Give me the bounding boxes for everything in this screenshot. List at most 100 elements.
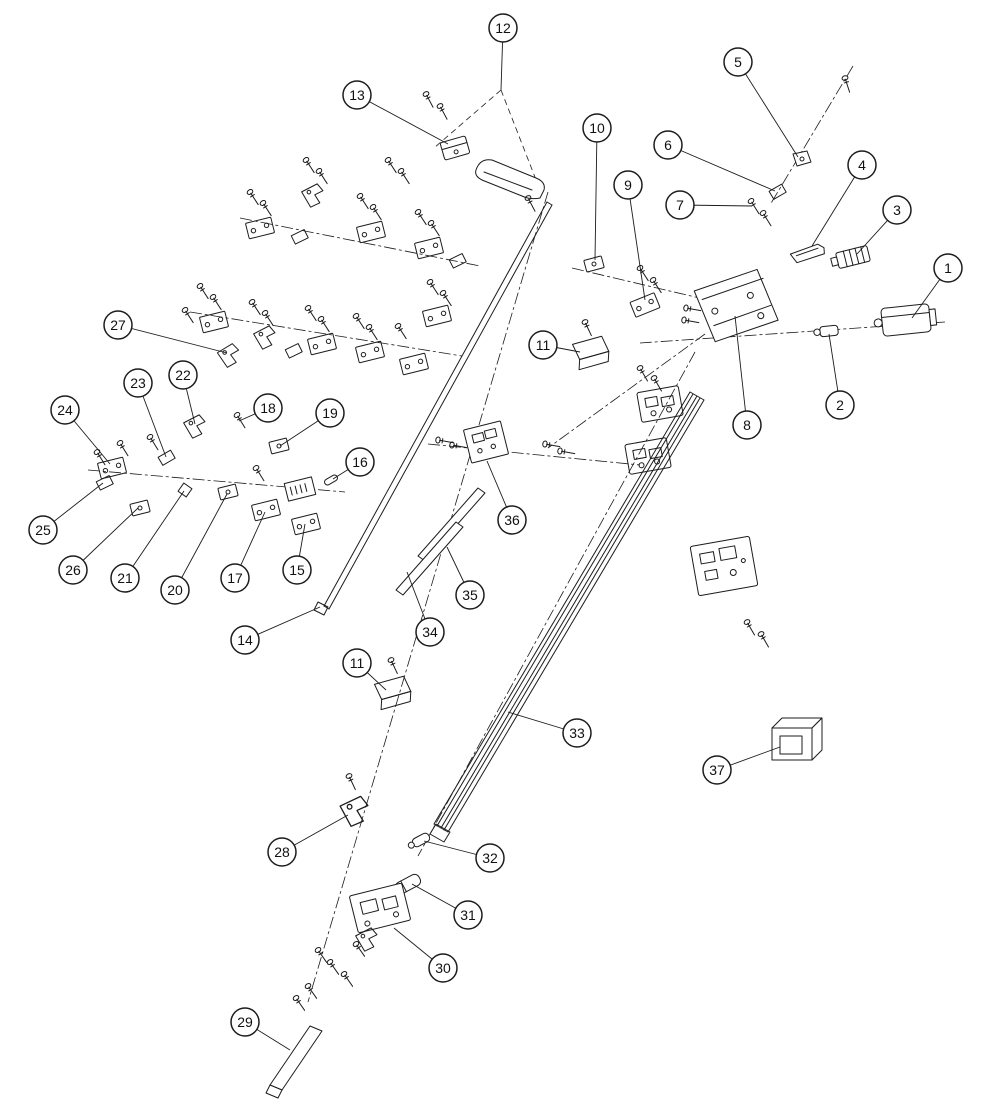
balloon-circle xyxy=(847,150,877,180)
balloon-number: 35 xyxy=(462,587,478,603)
balloon-24: 24 xyxy=(50,395,80,425)
balloon-number: 6 xyxy=(664,137,672,153)
balloon-17: 17 xyxy=(220,563,250,593)
balloon-circle xyxy=(253,393,283,423)
end-screw-stack xyxy=(291,939,368,1013)
balloon-26: 26 xyxy=(58,555,88,585)
balloon-number: 27 xyxy=(110,317,126,333)
carriage-row-upper xyxy=(244,156,468,270)
screw xyxy=(680,316,700,327)
balloon-15: 15 xyxy=(282,555,312,585)
balloon-circle xyxy=(345,447,375,477)
balloon-35: 35 xyxy=(455,580,485,610)
balloon-7: 7 xyxy=(665,190,695,220)
balloon-number: 12 xyxy=(495,20,511,36)
balloon-number: 21 xyxy=(117,570,133,586)
balloon-13: 13 xyxy=(342,80,372,110)
balloon-6: 6 xyxy=(653,130,683,160)
part-artwork xyxy=(92,74,938,1099)
balloon-27: 27 xyxy=(103,310,133,340)
balloon-number: 8 xyxy=(743,417,751,433)
balloon-circle xyxy=(282,555,312,585)
mount-block-part xyxy=(439,135,471,161)
sensor-mount-part xyxy=(792,150,812,167)
screw xyxy=(682,304,702,315)
balloon-18: 18 xyxy=(253,393,283,423)
balloon-number: 31 xyxy=(460,907,476,923)
balloon-circle xyxy=(497,505,527,535)
balloon-number: 36 xyxy=(504,512,520,528)
clip-part xyxy=(767,183,788,201)
balloon-number: 2 xyxy=(836,397,844,413)
leader-line xyxy=(737,61,799,158)
balloon-28: 28 xyxy=(267,837,297,867)
balloon-2: 2 xyxy=(825,390,855,420)
circuit-board-part xyxy=(689,535,759,597)
screw xyxy=(635,364,651,383)
folded-plate-part xyxy=(373,675,414,711)
leader-line xyxy=(594,127,598,261)
balloon-number: 16 xyxy=(352,454,368,470)
screw xyxy=(746,197,762,216)
balloon-circle xyxy=(50,395,80,425)
balloon-20: 20 xyxy=(160,575,190,605)
plate-part xyxy=(629,292,661,318)
balloon-circle xyxy=(428,953,458,983)
screw xyxy=(635,264,652,283)
balloon-number: 29 xyxy=(237,1014,253,1030)
small-plate-part xyxy=(583,255,605,273)
flat-strip-parts xyxy=(395,487,486,596)
end-strip-part xyxy=(265,1025,323,1099)
screw xyxy=(758,209,774,228)
leader-lines xyxy=(42,27,949,1051)
screw xyxy=(541,440,561,451)
balloon-circle xyxy=(562,718,592,748)
projection-lines xyxy=(433,89,541,191)
balloon-number: 3 xyxy=(893,202,901,218)
balloon-circle xyxy=(103,310,133,340)
corner-bracket-part xyxy=(215,341,244,370)
balloon-circle xyxy=(342,648,372,678)
leader-line xyxy=(734,315,748,426)
balloon-number: 37 xyxy=(709,762,725,778)
balloon-number: 18 xyxy=(260,400,276,416)
screw xyxy=(386,656,401,676)
balloon-circle xyxy=(653,130,683,160)
leader-line xyxy=(811,164,863,247)
balloon-10: 10 xyxy=(582,113,612,143)
balloon-11: 11 xyxy=(342,648,372,678)
screw xyxy=(580,318,595,338)
threaded-cylinder-part xyxy=(830,245,871,269)
balloon-circle xyxy=(665,190,695,220)
balloon-number: 34 xyxy=(422,624,438,640)
balloon-36: 36 xyxy=(497,505,527,535)
balloon-number: 1 xyxy=(944,260,952,276)
balloon-number: 14 xyxy=(237,632,253,648)
leader-line xyxy=(627,184,646,301)
side-bracket-part xyxy=(693,268,779,343)
balloon-19: 19 xyxy=(315,398,345,428)
bushing-part xyxy=(407,832,431,849)
guide-rail-part xyxy=(313,201,553,616)
balloon-number: 23 xyxy=(130,375,146,391)
balloon-number: 32 xyxy=(482,850,498,866)
balloon-11: 11 xyxy=(528,330,558,360)
balloon-circle xyxy=(220,563,250,593)
balloon-number: 20 xyxy=(167,582,183,598)
balloon-8: 8 xyxy=(732,410,762,440)
balloon-circle xyxy=(28,515,58,545)
screw xyxy=(648,276,665,295)
balloon-16: 16 xyxy=(345,447,375,477)
balloon-number: 9 xyxy=(624,177,632,193)
end-plate-assembly xyxy=(349,882,411,934)
balloon-4: 4 xyxy=(847,150,877,180)
screw xyxy=(344,772,359,792)
balloon-circle xyxy=(315,398,345,428)
balloon-circle xyxy=(415,617,445,647)
balloon-32: 32 xyxy=(475,843,505,873)
balloon-circle xyxy=(123,368,153,398)
balloon-number: 11 xyxy=(350,655,365,671)
